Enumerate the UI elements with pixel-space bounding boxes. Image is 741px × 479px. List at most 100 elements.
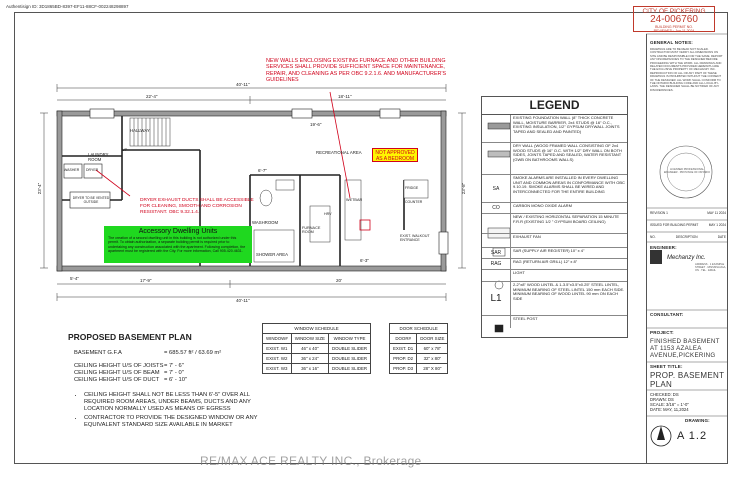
area-label: BASEMENT G.F.A bbox=[74, 350, 122, 356]
legend-panel: LEGEND EXISTING FOUNDATION WALL (8" THIC… bbox=[481, 96, 628, 338]
drawing-label: DRAWING: bbox=[685, 418, 710, 423]
legend-row: DRY WALL (WOOD FRAMED WALL CONSISTING OF… bbox=[482, 143, 627, 175]
accessory-body: The creation of a second dwelling unit i… bbox=[108, 236, 246, 253]
table-header: DOOR SIZE bbox=[416, 333, 449, 344]
legend-title: LEGEND bbox=[482, 97, 627, 115]
dim-left-side: 23'-4" bbox=[37, 182, 43, 195]
table-row: PROP. D3 28" X 80" bbox=[388, 363, 449, 374]
steel-post-icon bbox=[482, 316, 511, 328]
label-fridge: FRIDGE bbox=[405, 186, 419, 190]
engineer-address: ADDRESS · 1 EXAMPLE STREET · MISSISSAUGA… bbox=[695, 263, 727, 272]
legend-row: NEW / EXISTING HORIZONTAL SEPARATION 15 … bbox=[482, 214, 627, 234]
engineer-label: ENGINEER: bbox=[650, 245, 677, 250]
city-permit-stamp: CITY OF PICKERING 24-006760 BUILDING PER… bbox=[633, 6, 715, 33]
dryer-exhaust-note: DRYER EXHAUST DUCTS SHALL BE ACCESSIBLE … bbox=[140, 198, 254, 215]
proposed-plan-title: PROPOSED BASEMENT PLAN bbox=[68, 332, 192, 342]
title-block: GENERAL NOTES: DRAWINGS ARE TO BE READ N… bbox=[646, 34, 728, 464]
sheet-title: PROP. BASEMENT PLAN bbox=[650, 371, 725, 389]
drawing-meta: CHECKED: DS DRAWN: DS SCALE: 3/16" = 1'-… bbox=[650, 392, 689, 412]
not-approved-badge: NOT APPROVED AS A BEDROOM bbox=[372, 148, 418, 162]
project-label: PROJECT: bbox=[650, 330, 674, 335]
table-header: WINDOW# bbox=[262, 333, 292, 344]
door-schedule-title: DOOR SCHEDULE bbox=[388, 323, 449, 334]
light-icon bbox=[482, 270, 511, 281]
sheet-title-label: SHEET TITLE: bbox=[650, 364, 683, 369]
co-alarm-icon: CO bbox=[482, 203, 511, 213]
dim-bottom-mid: 20' bbox=[336, 278, 342, 283]
label-dryer: DRYER bbox=[86, 168, 99, 172]
h3-label: CEILING HEIGHT U/S OF DUCT bbox=[74, 377, 160, 383]
dim-top-total: 40'-11" bbox=[236, 82, 250, 87]
label-washroom: WASHROOM bbox=[252, 220, 279, 225]
window-schedule-title: WINDOW SCHEDULE bbox=[261, 323, 372, 334]
smoke-alarm-icon: SA bbox=[482, 175, 511, 202]
brokerage-watermark: RE/MAX ACE REALTY INC., Brokerage bbox=[200, 454, 422, 468]
label-up: UP bbox=[122, 148, 128, 152]
table-header: WINDOW SIZE bbox=[290, 333, 329, 344]
plan-note: CONTRACTOR TO PROVIDE THE DESIGNED WINDO… bbox=[84, 415, 274, 429]
label-recreational: RECREATIONAL AREA bbox=[316, 150, 362, 155]
dim-inner-4: 5'-4" bbox=[70, 276, 79, 281]
stamp-sub: BUILDING PERMIT NO. bbox=[655, 25, 693, 29]
legend-row: EXISTING FOUNDATION WALL (8" THICK CONCR… bbox=[482, 115, 627, 143]
h3-value: = 6' - 10" bbox=[164, 377, 187, 383]
engineer-name: Mechanzy Inc. bbox=[667, 255, 706, 261]
dim-top-mid: 18'-11" bbox=[338, 94, 352, 99]
h1-label: CEILING HEIGHT U/S OF JOISTS bbox=[74, 363, 164, 369]
general-notes-label: GENERAL NOTES: bbox=[650, 40, 693, 45]
h1-value: = 7' - 6" bbox=[164, 363, 184, 369]
legend-row: EXHAUST FAN bbox=[482, 234, 627, 248]
label-furnace: FURNACE ROOM bbox=[302, 226, 321, 234]
dim-inner-3: 6'-3" bbox=[360, 258, 369, 263]
accessory-dwelling-notice: Accessory Dwelling Units The creation of… bbox=[104, 226, 252, 263]
plan-notes-list: CEILING HEIGHT SHALL NOT BE LESS THAN 6'… bbox=[74, 392, 274, 431]
label-hrv: HRV bbox=[324, 212, 332, 216]
label-hallway: HALLWAY bbox=[130, 128, 150, 133]
label-walkout: EXIST. WALKOUT ENTRANCE bbox=[400, 234, 430, 242]
stamp-small: REVIEWED · Jun 11 2024 bbox=[653, 29, 695, 33]
stamp-number: 24-006760 bbox=[650, 14, 698, 25]
door-schedule-table: DOOR SCHEDULE DOOR# DOOR SIZE EXIST. D1 … bbox=[388, 323, 449, 374]
label-counter: COUNTER bbox=[405, 200, 423, 204]
table-row: EXIST. D1 60" x 78" bbox=[388, 343, 449, 354]
document-id: Authentisign ID: 3D1865BD-8397-EF11-88CF… bbox=[6, 4, 129, 9]
dim-inner-2: 6'-7" bbox=[258, 168, 267, 173]
dim-inner-1: 19'-6" bbox=[310, 122, 322, 127]
basement-info: BASEMENT G.F.A = 685.57 ft² / 63.69 m² CE… bbox=[74, 348, 244, 385]
dim-bottom-left: 17'-9" bbox=[140, 278, 152, 283]
furnace-access-note: NEW WALLS ENCLOSING EXISTING FURNACE AND… bbox=[266, 58, 447, 84]
stamp-city: CITY OF PICKERING bbox=[642, 8, 706, 15]
table-row: EXIST. W1 46" x 40" DOUBLE SLIDER bbox=[262, 343, 372, 354]
h2-value: = 7' - 0" bbox=[164, 370, 184, 376]
table-header: DOOR# bbox=[388, 333, 418, 344]
area-value: = 685.57 ft² / 63.69 m² bbox=[164, 350, 222, 356]
exhaust-fan-icon bbox=[482, 234, 511, 247]
drawing-sheet-border bbox=[14, 12, 728, 464]
project-text: FINISHED BASEMENT AT 1153 AZALEA AVENUE,… bbox=[650, 338, 720, 359]
dim-bottom-total: 40'-11" bbox=[236, 298, 250, 303]
table-row: EXIST. W2 36" x 24" DOUBLE SLIDER bbox=[262, 353, 372, 364]
dim-top-left: 22'-4" bbox=[146, 94, 158, 99]
consultant-label: CONSULTANT: bbox=[650, 312, 684, 317]
accessory-title: Accessory Dwelling Units bbox=[138, 228, 218, 235]
table-row: EXIST. W3 36" x 16" DOUBLE SLIDER bbox=[262, 363, 372, 374]
drawing-number: A 1.2 bbox=[677, 430, 708, 442]
legend-row: STEEL POST bbox=[482, 316, 627, 328]
table-header: WINDOW TYPE bbox=[327, 333, 372, 344]
h2-label: CEILING HEIGHT U/S OF BEAM bbox=[74, 370, 160, 376]
plan-note: CEILING HEIGHT SHALL NOT BE LESS THAN 6'… bbox=[84, 392, 274, 413]
table-row: PROP. D2 32" x 80" bbox=[388, 353, 449, 364]
label-washer: WASHER bbox=[64, 168, 80, 172]
engineer-seal: LICENSED PROFESSIONAL ENGINEER · PROVINC… bbox=[663, 168, 711, 174]
label-wetbar: WETBAR bbox=[346, 198, 363, 202]
window-schedule-table: WINDOW SCHEDULE WINDOW# WINDOW SIZE WIND… bbox=[261, 323, 372, 374]
